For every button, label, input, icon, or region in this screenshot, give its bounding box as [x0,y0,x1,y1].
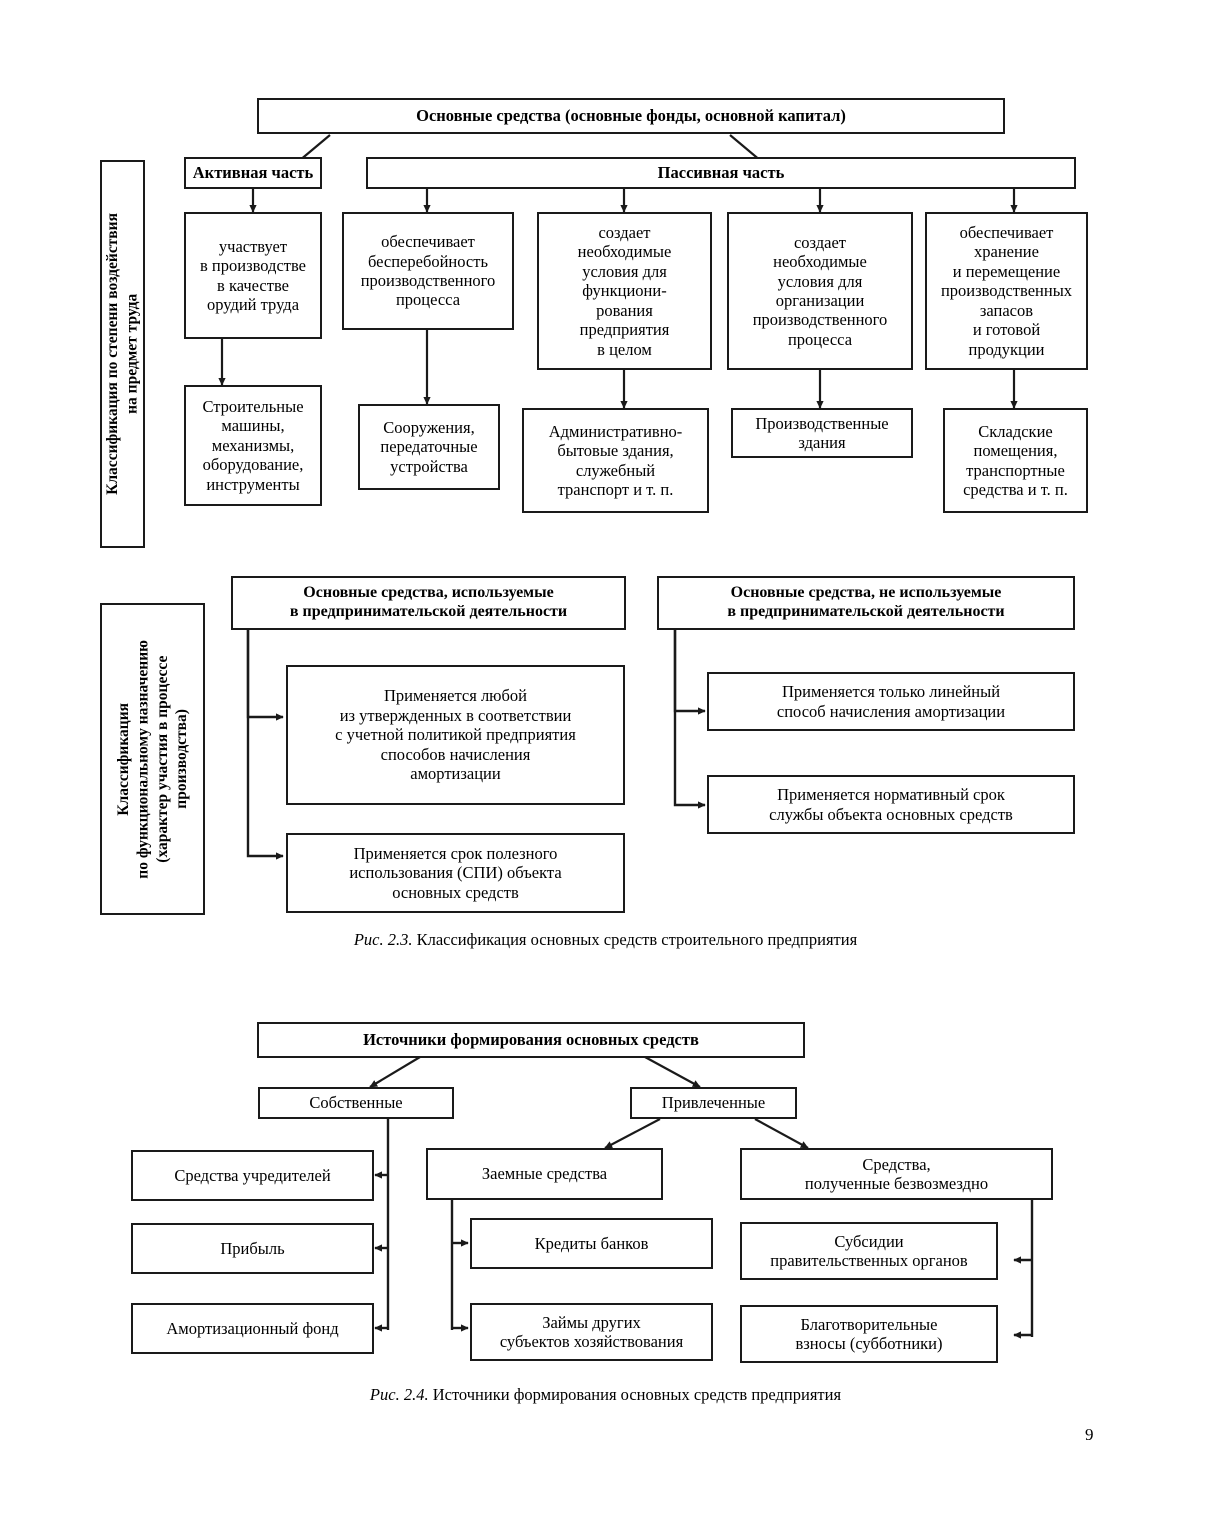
figure3-root-box: Источники формирования основных средств [257,1022,805,1058]
figure1-function-box: участвует в производстве в качестве оруд… [184,212,322,339]
figure1-function-box: обеспечивает бесперебойность производств… [342,212,514,330]
figure1-caption-number: Рис. 2.3. [353,930,413,949]
figure1-root-label: Основные средства (основные фонды, основ… [416,106,846,126]
figure2-right-item-box: Применяется только линейный способ начис… [707,672,1075,731]
figure2-right-header-box: Основные средства, не используемые в пре… [657,576,1075,630]
figure1-asset-box: Сооружения, передаточные устройства [358,404,500,490]
figure1-asset-box: Производственные здания [731,408,913,458]
figure2-right-item-box: Применяется нормативный срок службы объе… [707,775,1075,834]
figure1-passive-part-box: Пассивная часть [366,157,1076,189]
figure1-function-box: создает необходимые условия для организа… [727,212,913,370]
figure3-gratuitous-box: Средства, полученные безвозмездно [740,1148,1053,1200]
figure2-left-item-box: Применяется срок полезного использования… [286,833,625,913]
figure1-active-part-label: Активная часть [192,163,314,183]
figure1-asset-box: Складские помещения, транспортные средст… [943,408,1088,513]
figure3-caption-text: Источники формирования основных средств … [428,1385,842,1404]
figure3-gratuitous-item-box: Субсидии правительственных органов [740,1222,998,1280]
figure3-own-item-box: Средства учредителей [131,1150,374,1201]
figure1-root-box: Основные средства (основные фонды, основ… [257,98,1005,134]
figure3-own-item-box: Прибыль [131,1223,374,1274]
figure1-function-box: обеспечивает хранение и перемещение прои… [925,212,1088,370]
figure3-own-item-box: Амортизационный фонд [131,1303,374,1354]
figure1-asset-box: Строительные машины, механизмы, оборудов… [184,385,322,506]
figure3-own-box: Собственные [258,1087,454,1119]
figure3-caption: Рис. 2.4. Источники формирования основны… [0,1385,1211,1405]
figure2-side-label: Классификация по функциональному назначе… [100,603,205,915]
figure1-active-part-box: Активная часть [184,157,322,189]
figure1-passive-part-label: Пассивная часть [657,163,785,183]
figure3-gratuitous-item-box: Благотворительные взносы (субботники) [740,1305,998,1363]
figure3-attracted-box: Привлеченные [630,1087,797,1119]
figure1-asset-box: Административно- бытовые здания, служебн… [522,408,709,513]
figure3-caption-number: Рис. 2.4. [369,1385,429,1404]
page-number: 9 [1085,1425,1094,1444]
figure2-left-header-box: Основные средства, используемые в предпр… [231,576,626,630]
figure1-caption-text: Классификация основных средств строитель… [412,930,858,949]
figure3-borrowed-item-box: Займы других субъектов хозяйствования [470,1303,713,1361]
figure3-root-label: Источники формирования основных средств [363,1030,699,1050]
figure1-side-label: Классификация по степени воздействия на … [100,160,145,548]
figure3-borrowed-item-box: Кредиты банков [470,1218,713,1269]
figure3-borrowed-box: Заемные средства [426,1148,663,1200]
figure1-caption: Рис. 2.3. Классификация основных средств… [0,930,1211,950]
figure2-left-item-box: Применяется любой из утвержденных в соот… [286,665,625,805]
figure1-function-box: создает необходимые условия для функцион… [537,212,712,370]
